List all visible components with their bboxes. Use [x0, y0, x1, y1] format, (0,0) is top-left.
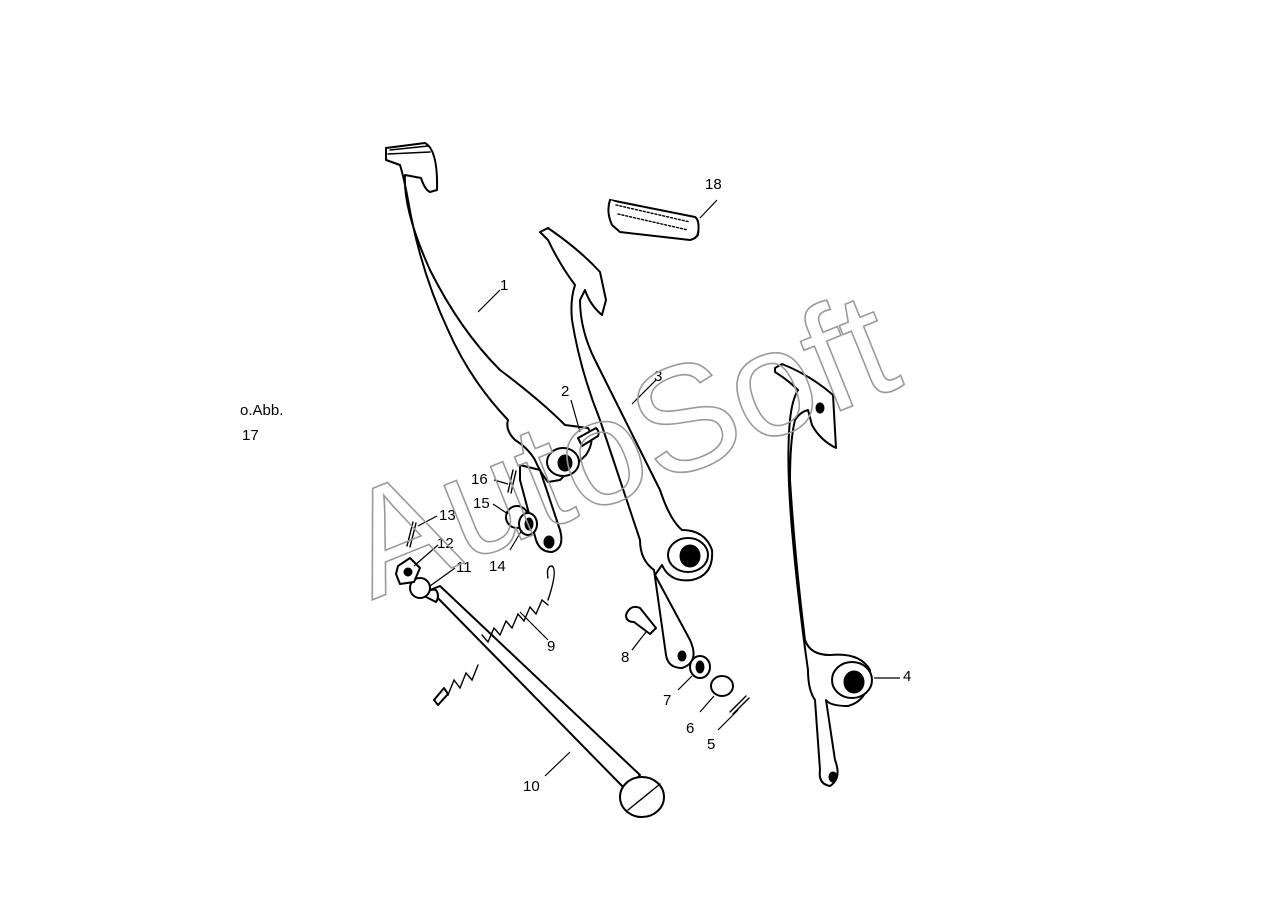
part-12-nut: [395, 557, 421, 585]
callout-labels: 1 2 3 4 5 6 7 8 9 10 11 12 13 14 15 16 1…: [437, 176, 911, 795]
callout-15: 15: [473, 495, 490, 512]
callout-18: 18: [705, 176, 722, 193]
part-3-clutch-lever: [539, 227, 714, 669]
callout-12: 12: [437, 535, 454, 552]
part-16-split-pin: [507, 469, 517, 494]
callout-9: 9: [547, 638, 555, 655]
watermark: AutoSoft: [321, 258, 917, 629]
callout-13: 13: [439, 507, 456, 524]
callout-5: 5: [707, 736, 715, 753]
note-label: o.Abb.: [240, 402, 284, 419]
part-4-lever: [774, 363, 873, 787]
callout-11: 11: [456, 559, 472, 576]
part-10-shaft: [423, 585, 665, 818]
callout-6: 6: [686, 720, 694, 737]
part-13-split-pin: [406, 521, 417, 548]
part-18-pedal-pad: [607, 199, 700, 241]
part-15-washer: [505, 505, 538, 536]
part-1-pedal-lever: [385, 142, 593, 553]
part-6-washer: [710, 675, 734, 697]
callout-14: 14: [489, 558, 506, 575]
note-reference-number: 17: [242, 427, 259, 444]
part-2-pin: [577, 427, 600, 447]
part-7-washer: [689, 655, 711, 679]
callout-16: 16: [471, 471, 488, 488]
part-11-washer: [409, 577, 431, 599]
callout-8: 8: [621, 649, 629, 666]
part-8-bolt: [625, 605, 657, 635]
leader-lines: [413, 199, 900, 777]
callout-10: 10: [523, 778, 540, 795]
callout-1: 1: [500, 277, 508, 294]
part-9-spring: [433, 565, 555, 706]
callout-4: 4: [903, 668, 911, 685]
callout-3: 3: [654, 368, 662, 385]
callout-7: 7: [663, 692, 671, 709]
callout-2: 2: [561, 383, 569, 400]
part-5-split-pin: [729, 695, 750, 715]
